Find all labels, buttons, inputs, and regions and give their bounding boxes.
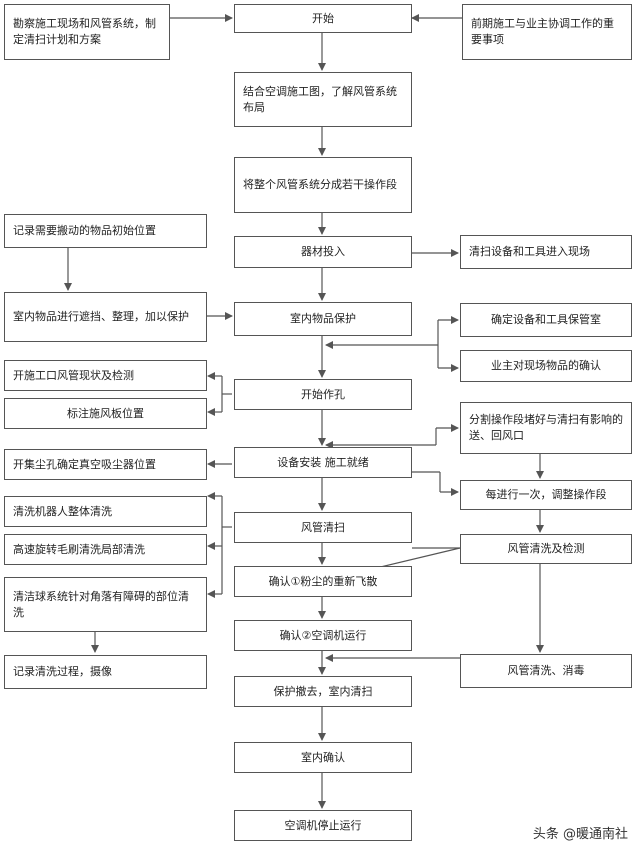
step-confirm-dust: 确认①粉尘的重新飞散 — [234, 566, 412, 597]
step-start-drilling: 开始作孔 — [234, 379, 412, 410]
right-coordination: 前期施工与业主协调工作的重要事项 — [462, 4, 632, 60]
step-start: 开始 — [234, 4, 412, 33]
step-remove-protection: 保护撤去，室内清扫 — [234, 676, 412, 707]
left-mark-damper: 标注施风板位置 — [4, 398, 207, 429]
step-stop-ac: 空调机停止运行 — [234, 810, 412, 841]
right-tools-enter: 清扫设备和工具进入现场 — [460, 235, 632, 269]
step-duct-cleaning: 风管清扫 — [234, 512, 412, 543]
left-cover-items: 室内物品进行遮挡、整理，加以保护 — [4, 292, 207, 342]
left-brush-clean: 高速旋转毛刷清洗局部清洗 — [4, 534, 207, 565]
step-protect-items: 室内物品保护 — [234, 302, 412, 336]
right-clean-inspect: 风管清洗及检测 — [460, 534, 632, 564]
step-study-layout: 结合空调施工图，了解风管系统布局 — [234, 72, 412, 127]
right-clean-disinfect: 风管清洗、消毒 — [460, 654, 632, 688]
left-ball-clean: 清洁球系统针对角落有障碍的部位清洗 — [4, 577, 207, 632]
right-storage-room: 确定设备和工具保管室 — [460, 303, 632, 337]
left-record-positions: 记录需要搬动的物品初始位置 — [4, 214, 207, 248]
left-open-inspection: 开施工口风管现状及检测 — [4, 360, 207, 391]
left-robot-clean: 清洗机器人整体清洗 — [4, 496, 207, 527]
right-adjust-section: 每进行一次，调整操作段 — [460, 480, 632, 510]
step-install-ready: 设备安装 施工就绪 — [234, 447, 412, 478]
right-seal-outlets: 分割操作段堵好与清扫有影响的送、回风口 — [460, 402, 632, 454]
step-confirm-ac: 确认②空调机运行 — [234, 620, 412, 651]
left-dust-hole: 开集尘孔确定真空吸尘器位置 — [4, 449, 207, 480]
right-owner-confirm: 业主对现场物品的确认 — [460, 350, 632, 382]
step-divide-sections: 将整个风管系统分成若干操作段 — [234, 157, 412, 213]
step-equipment-input: 器材投入 — [234, 236, 412, 268]
watermark: 头条 @暖通南社 — [532, 827, 628, 842]
left-record-video: 记录清洗过程，摄像 — [4, 655, 207, 689]
left-survey-plan: 勘察施工现场和风管系统，制定清扫计划和方案 — [4, 4, 170, 60]
step-indoor-check: 室内确认 — [234, 742, 412, 773]
